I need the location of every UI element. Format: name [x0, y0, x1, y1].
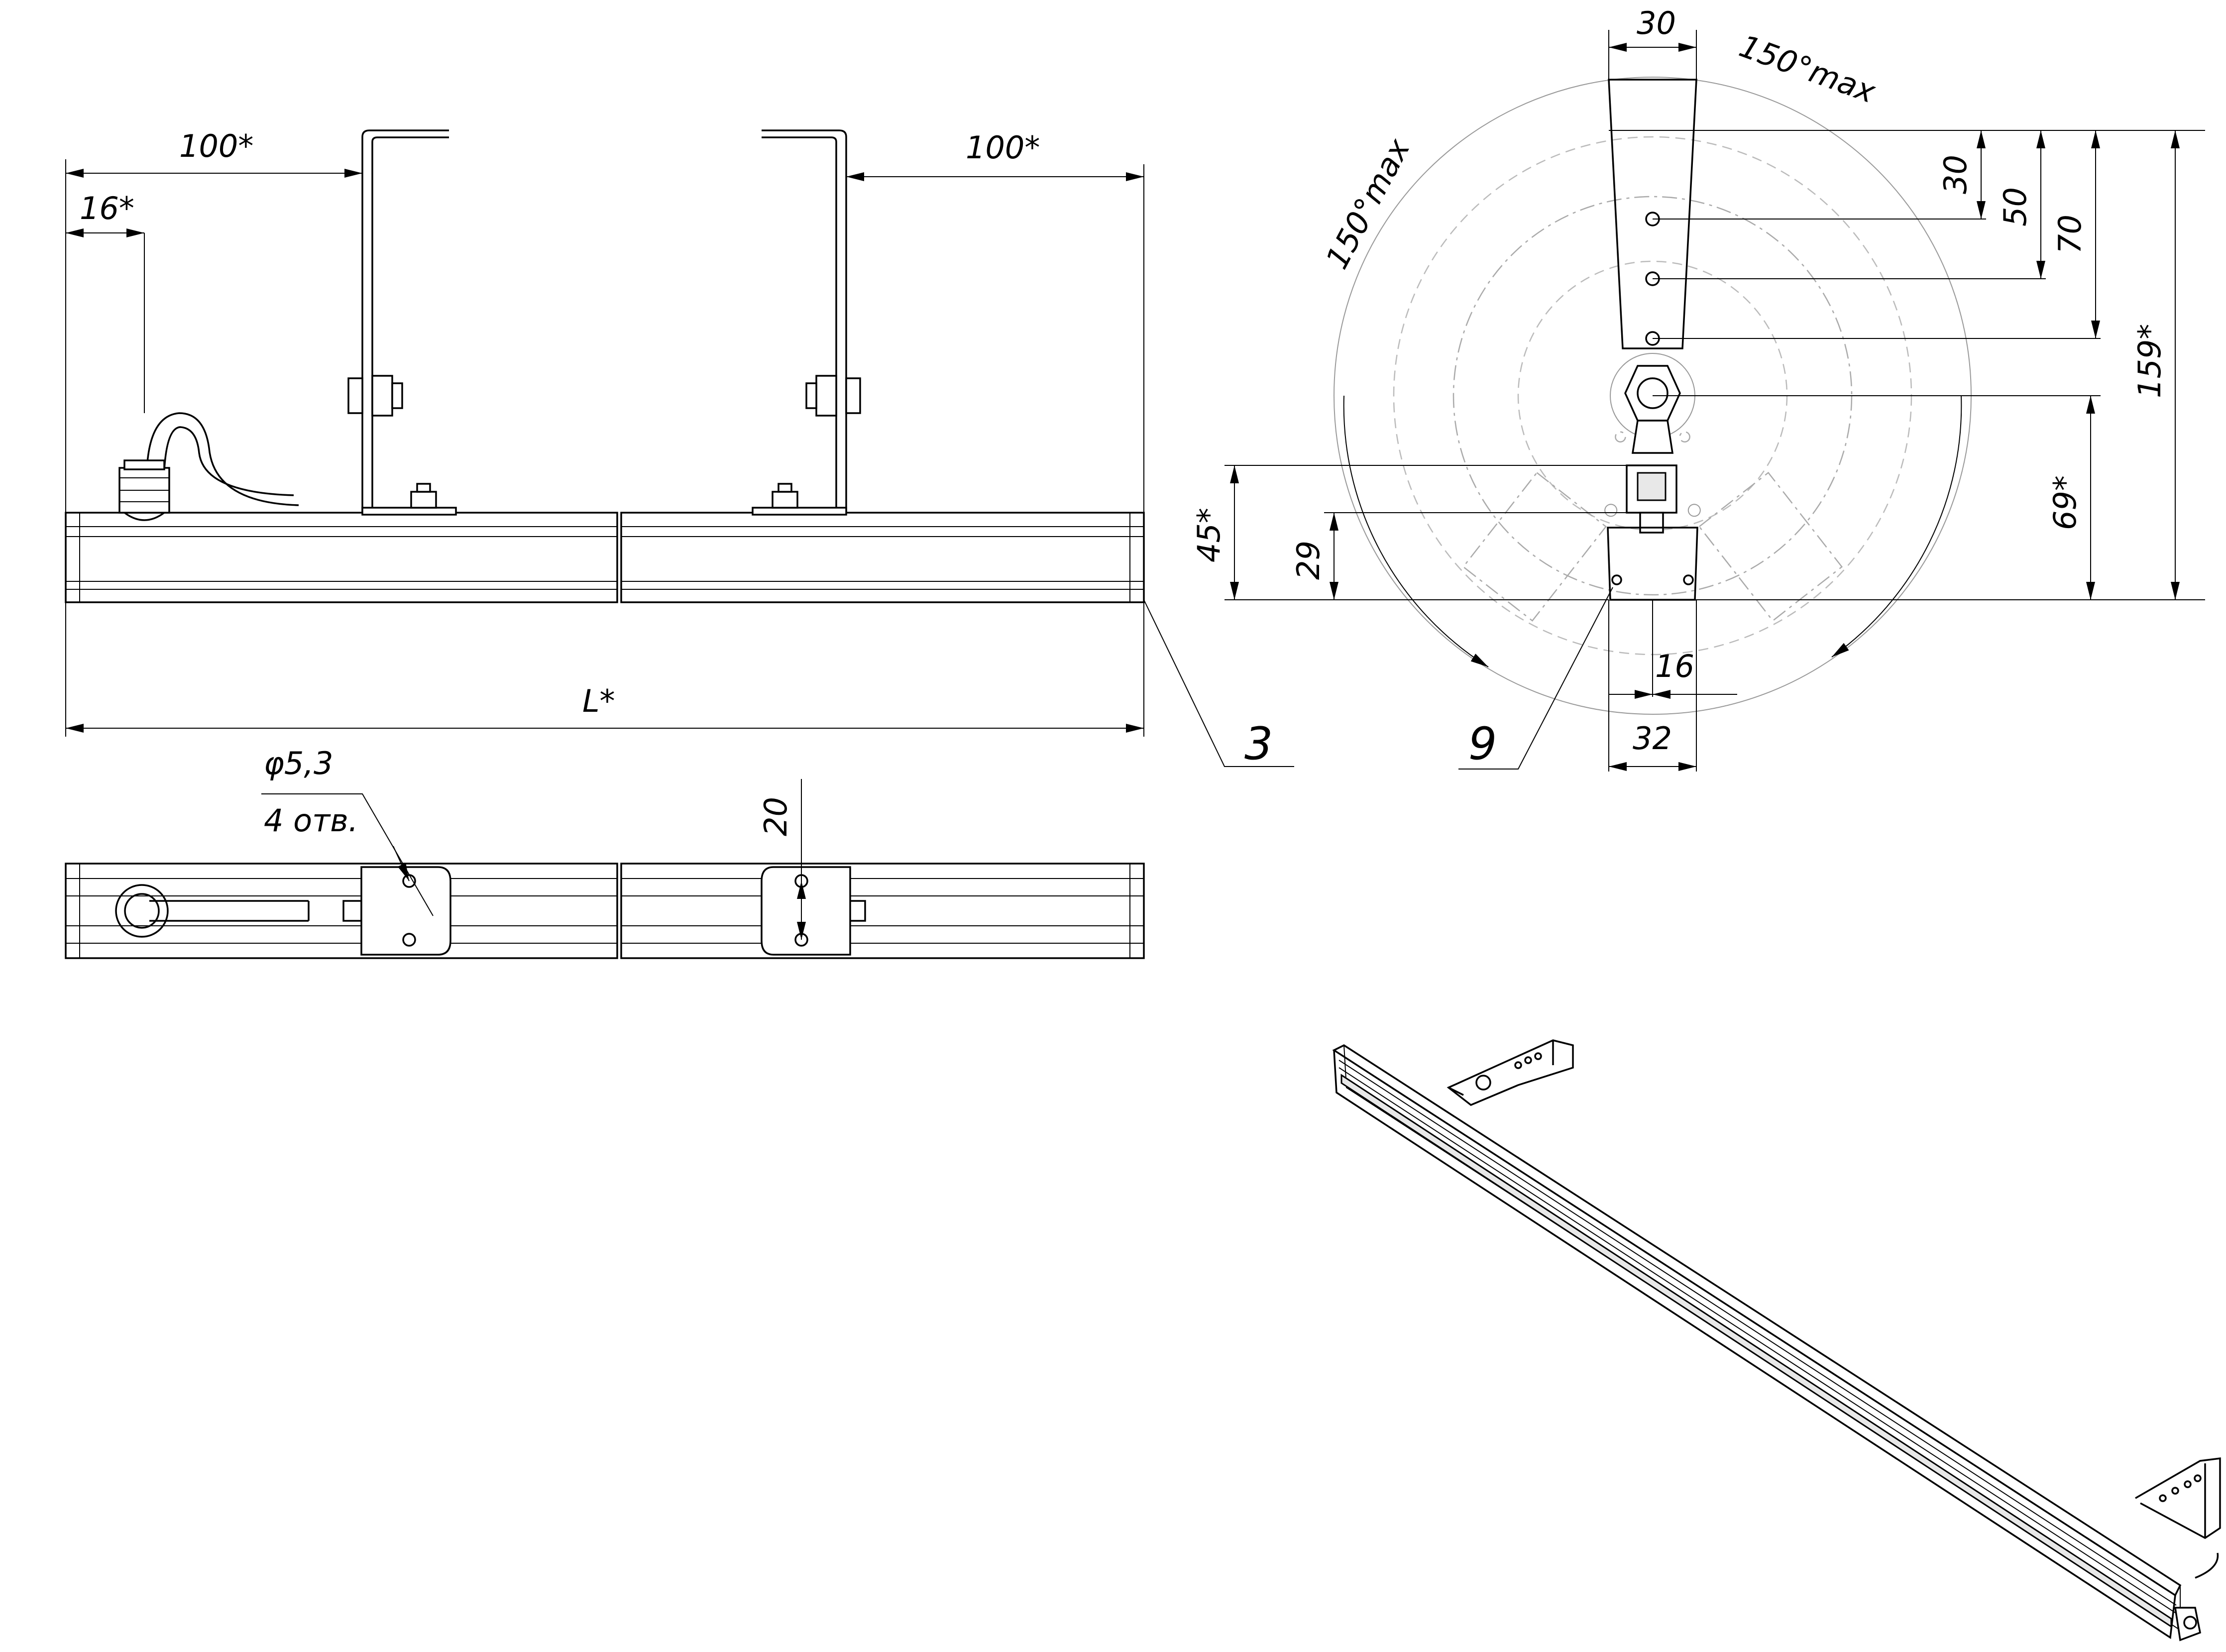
- front-view: 100* 100* 16* L* 3: [65, 128, 1294, 770]
- dim-hole-2: 50: [1997, 187, 2033, 226]
- bottom-bracket-plate-left: [360, 866, 451, 956]
- hole-count: 4 отв.: [264, 802, 358, 839]
- cable-gland: [118, 412, 299, 521]
- dim-pivot-height: 69*: [2047, 475, 2083, 530]
- dim-bracket-offset-right: 100*: [966, 129, 1040, 166]
- leader-label-9: 9: [1468, 718, 1497, 770]
- bottom-body-left: [65, 863, 618, 959]
- dim-bracket-offset-left: 100*: [179, 128, 253, 164]
- dim-total-height: 159*: [2131, 324, 2168, 398]
- dim-bracket-width: 30: [1637, 5, 1676, 41]
- dim-cable-offset: 16*: [80, 190, 134, 226]
- side-view: 30 150°max 150°max 30 50 70 159* 69* 45*…: [1191, 5, 2205, 771]
- mounting-bracket-right: [762, 129, 847, 513]
- dim-body-height: 45*: [1191, 508, 1227, 562]
- bottom-body-right: [620, 863, 1145, 959]
- dim-length: L*: [582, 683, 615, 719]
- dim-hole-3: 70: [2052, 215, 2088, 254]
- bottom-bracket-plate-right: [761, 866, 851, 956]
- bottom-view: φ5,3 4 отв. 20: [65, 745, 1145, 959]
- dim-inner-width: 16: [1655, 648, 1694, 684]
- dim-hole-spacing: 20: [758, 797, 794, 836]
- leader-label-3: 3: [1244, 718, 1273, 770]
- dim-body-width: 32: [1633, 720, 1672, 757]
- side-bracket: [1608, 79, 1697, 349]
- hole-diameter: φ5,3: [264, 745, 334, 781]
- isometric-view: [1332, 1039, 2221, 1642]
- isometric-body-top: [1332, 1044, 2182, 1597]
- dim-lower-height: 29: [1290, 541, 1327, 580]
- luminaire-body-right: [620, 512, 1145, 603]
- dim-hole-1: 30: [1937, 155, 1974, 194]
- dim-angle-right: 150°max: [1735, 27, 1881, 110]
- mounting-bracket-left: [361, 129, 449, 513]
- luminaire-body-left: [65, 512, 618, 603]
